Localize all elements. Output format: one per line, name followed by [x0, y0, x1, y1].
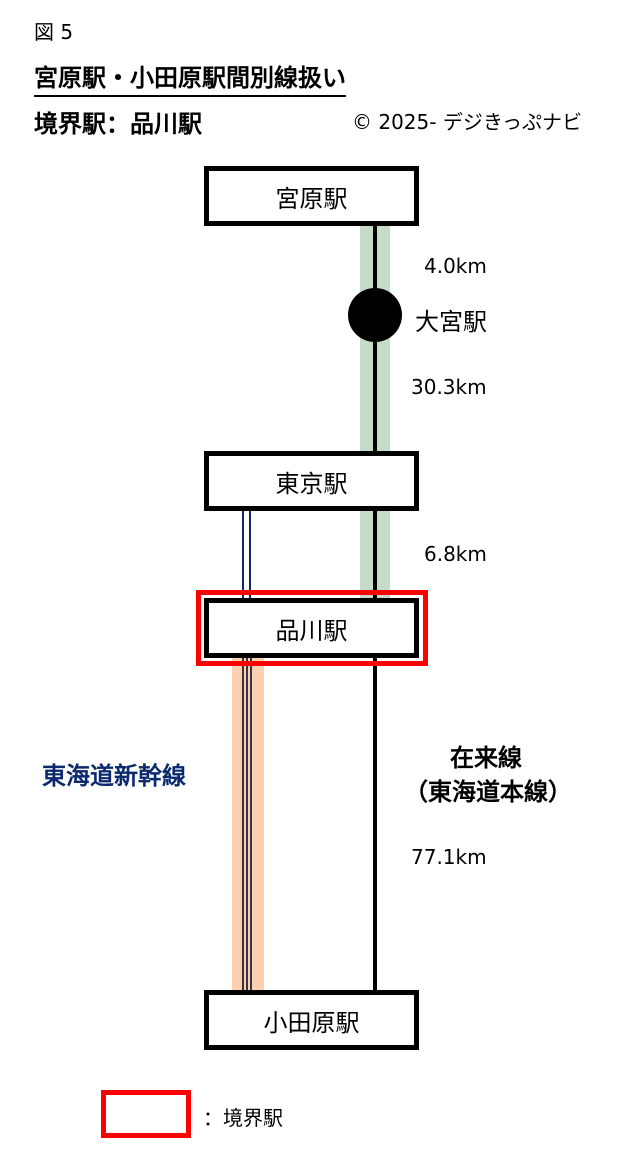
boundary-highlight	[196, 590, 428, 666]
station-label: 品川駅	[275, 616, 348, 645]
diagram-title: 宮原駅・小田原駅間別線扱い	[34, 58, 346, 97]
station-tokyo: 東京駅	[204, 451, 419, 511]
legend-boundary-swatch	[101, 1090, 191, 1138]
conventional-sub-label: （東海道本線）	[404, 778, 572, 806]
shinkansen-label: 東海道新幹線	[42, 762, 186, 790]
distance-shinagawa-odawara: 77.1km	[411, 845, 487, 869]
station-dot-omiya	[348, 288, 402, 342]
distance-tokyo-shinagawa: 6.8km	[424, 542, 487, 566]
orange-band	[232, 658, 264, 990]
conventional-label: 在来線	[450, 744, 522, 772]
legend-boundary-label: ：境界駅	[203, 1106, 283, 1130]
boundary-station-text: 境界駅：品川駅	[34, 110, 202, 138]
distance-omiya-tokyo: 30.3km	[411, 375, 487, 399]
station-omiya-label: 大宮駅	[415, 308, 487, 336]
distance-miyahara-omiya: 4.0km	[424, 254, 487, 278]
station-label: 宮原駅	[275, 184, 348, 213]
station-shinagawa: 品川駅	[204, 598, 419, 658]
shinkansen-line-lower-1	[242, 658, 244, 990]
station-label: 小田原駅	[263, 1008, 360, 1037]
copyright: © 2025- デジきっぷナビ	[352, 110, 583, 134]
shinkansen-line-upper-2	[249, 511, 251, 598]
station-label: 東京駅	[275, 469, 348, 498]
shinkansen-line-lower-2	[246, 658, 248, 990]
shinkansen-line-upper-1	[242, 511, 244, 598]
station-odawara: 小田原駅	[204, 990, 419, 1050]
station-miyahara: 宮原駅	[204, 166, 419, 226]
shinkansen-line-lower-3	[250, 658, 252, 990]
figure-number: 図 5	[34, 20, 74, 44]
